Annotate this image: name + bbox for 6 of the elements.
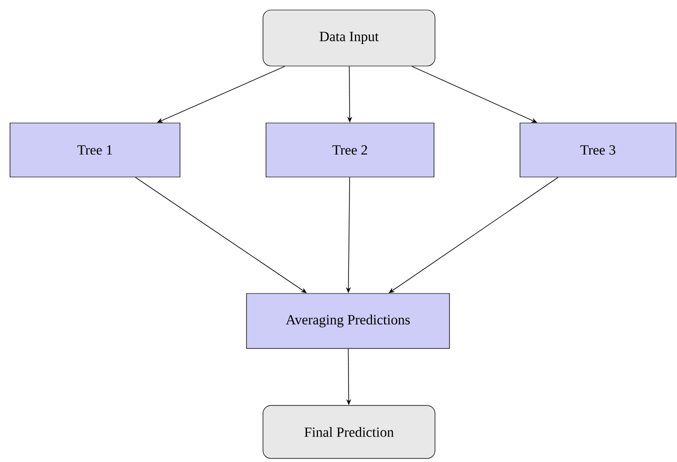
input-box: Data Input — [262, 10, 436, 66]
process-box: Averaging Predictions — [246, 293, 450, 349]
input-box: Final Prediction — [262, 405, 436, 459]
process-box: Tree 2 — [266, 122, 434, 178]
process-box: Tree 1 — [10, 122, 180, 178]
process-box: Tree 3 — [520, 122, 676, 178]
